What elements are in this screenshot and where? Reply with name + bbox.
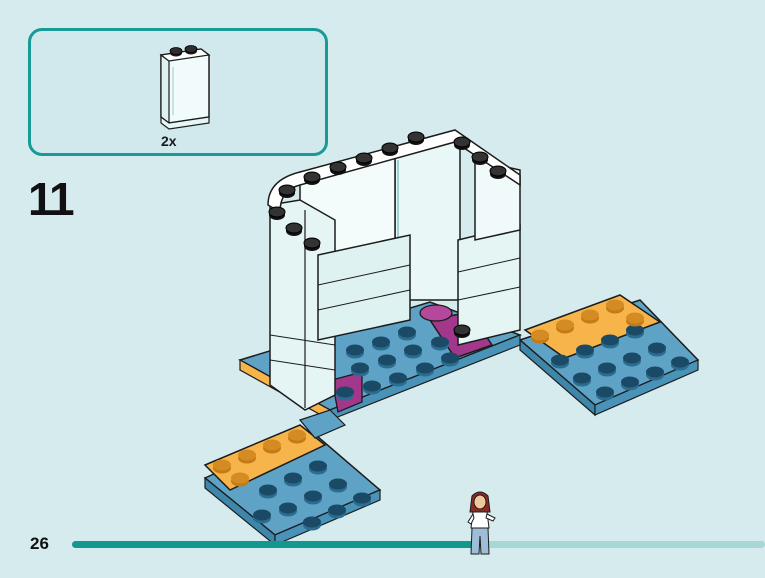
transparent-panel-icon xyxy=(159,45,211,130)
page-number: 26 xyxy=(30,534,49,553)
parts-callout-box: 2x xyxy=(28,28,328,156)
left-glass-column xyxy=(269,199,336,411)
progress-track xyxy=(72,541,765,548)
progress-fill xyxy=(72,541,474,548)
part-quantity-label: 2x xyxy=(161,133,177,149)
minifigure-icon xyxy=(467,491,496,555)
top-rim xyxy=(267,129,521,214)
right-orange-plate xyxy=(523,294,662,359)
step-number: 11 xyxy=(28,173,75,225)
